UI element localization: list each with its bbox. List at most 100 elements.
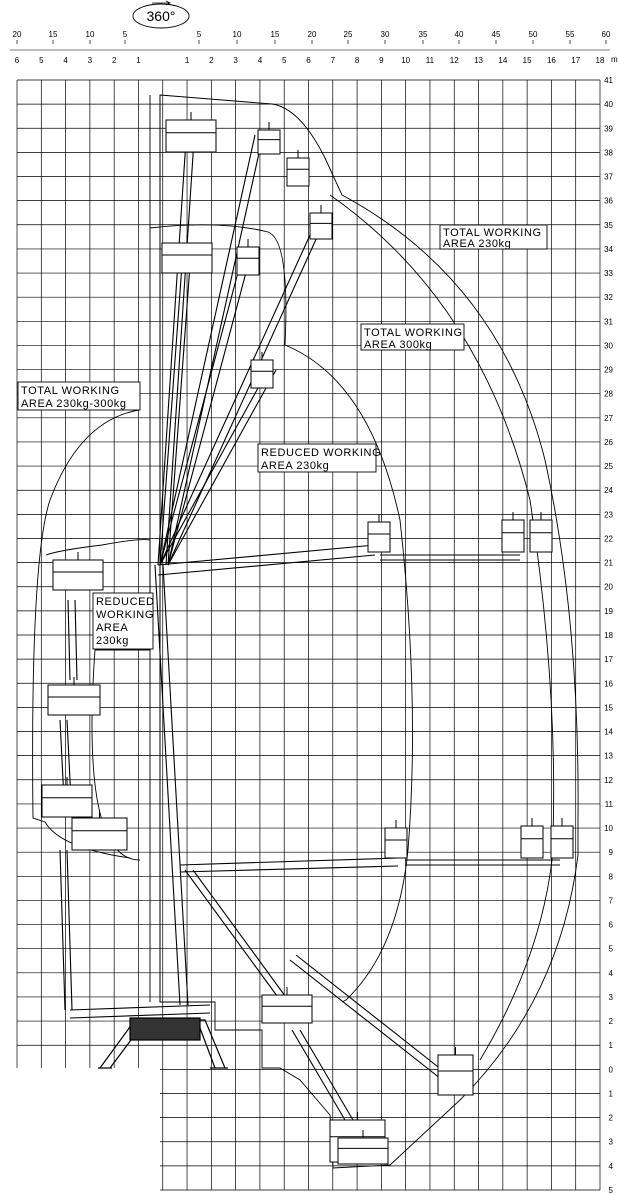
grid [16,79,601,1191]
height-tick-label: 25 [604,462,613,471]
scale-tick-label: 1 [185,56,190,65]
platform-basket [286,150,310,187]
scale-tick-label: 12 [450,56,459,65]
scale-tick-label: 9 [379,56,384,65]
height-tick-label: 38 [604,148,613,157]
svg-text:TOTAL WORKING: TOTAL WORKING [364,327,463,339]
platform-basket [520,818,544,859]
platform-basket [367,514,391,553]
height-tick-label: 26 [604,438,613,447]
scale-tick-label: 17 [571,56,580,65]
scale-tick-label: 6 [15,56,20,65]
svg-text:230kg: 230kg [96,635,129,647]
svg-text:AREA: AREA [96,622,128,634]
platform-basket [529,512,553,553]
right-scale-height: 4140393837363534333231302928272625242322… [604,76,613,1195]
platform-basket [41,777,93,818]
scale-tick-label: 35 [419,30,428,39]
scale-tick-label: 20 [308,30,317,39]
platform-basket [71,810,128,851]
boom-positions [59,134,560,1121]
scale-tick-label: 3 [88,56,93,65]
svg-text:TOTAL WORKING: TOTAL WORKING [21,385,120,397]
scale-tick-label: 14 [498,56,507,65]
platform-basket [337,1130,389,1165]
scale-tick-label: 5 [282,56,287,65]
scale-tick-label: 11 [426,56,435,65]
height-tick-label: 3 [609,993,614,1002]
scale-tick-label: 5 [123,30,128,39]
platform-basket [437,1047,474,1096]
height-tick-label: 15 [604,703,613,712]
height-tick-label: 41 [604,76,613,85]
svg-text:AREA 300kg: AREA 300kg [364,339,432,351]
scale-tick-label: 2 [209,56,214,65]
scale-tick-label: 15 [271,30,280,39]
height-tick-label: 20 [604,583,613,592]
scale-tick-label: 40 [455,30,464,39]
height-tick-label: 34 [604,245,613,254]
height-tick-label: 22 [604,534,613,543]
right-arc-inner [329,194,555,1061]
height-tick-label: 16 [604,679,613,688]
height-tick-label: 32 [604,293,613,302]
height-tick-label: 5 [609,945,614,954]
height-tick-label: 9 [609,848,614,857]
scale-tick-label: 50 [529,30,538,39]
height-tick-label: 39 [604,124,613,133]
height-tick-label: 12 [604,776,613,785]
height-tick-label: 36 [604,197,613,206]
inner-column [149,95,161,1002]
height-tick-label: 17 [604,655,613,664]
area-label-reduced-230-right: REDUCED WORKING AREA 230kg [257,443,381,473]
height-tick-label: 29 [604,366,613,375]
total-300-envelope [149,224,413,1003]
platform-basket [309,205,333,240]
height-tick-label: 35 [604,221,613,230]
scale-tick-label: 18 [596,56,605,65]
height-tick-label: 0 [609,1065,614,1074]
area-label-total-230: TOTAL WORKING AREA 230kg [439,224,548,250]
height-tick-label: 3 [609,1138,614,1147]
height-tick-label: 2 [609,1114,614,1123]
platform-basket [250,352,274,389]
svg-text:WORKING: WORKING [96,609,154,621]
height-tick-label: 8 [609,872,614,881]
platform-basket [47,677,101,716]
area-label-total-230-300: TOTAL WORKING AREA 230kg-300kg [17,381,141,411]
height-tick-label: 30 [604,341,613,350]
outer-envelope [159,94,579,1169]
height-tick-label: 1 [609,1041,614,1050]
platform-basket [52,552,104,591]
scale-tick-label: 4 [63,56,68,65]
scale-tick-label: 4 [258,56,263,65]
scale-tick-label: 13 [474,56,483,65]
scale-tick-label: 8 [355,56,360,65]
scale-tick-label: 6 [306,56,311,65]
scale-tick-label: 10 [233,30,242,39]
height-tick-label: 5 [609,1186,614,1195]
height-tick-label: 27 [604,414,613,423]
height-tick-label: 2 [609,1017,614,1026]
platform-basket [501,512,525,553]
height-tick-label: 33 [604,269,613,278]
height-tick-label: 28 [604,390,613,399]
height-tick-label: 4 [609,1162,614,1171]
height-tick-label: 11 [605,800,614,809]
scale-tick-label: 15 [523,56,532,65]
height-tick-label: 31 [604,317,613,326]
scale-tick-label: 16 [547,56,556,65]
area-label-total-300: TOTAL WORKING AREA 300kg [360,323,465,351]
height-tick-label: 40 [604,100,613,109]
height-tick-label: 10 [604,824,613,833]
area-label-reduced-230-left: REDUCED WORKING AREA 230kg [92,592,154,650]
platform-basket [261,987,313,1024]
scale-tick-label: 45 [492,30,501,39]
scale-tick-label: 55 [566,30,575,39]
height-tick-label: 7 [609,896,614,905]
envelope-outlines [32,94,579,1169]
platform-basket [384,820,408,859]
